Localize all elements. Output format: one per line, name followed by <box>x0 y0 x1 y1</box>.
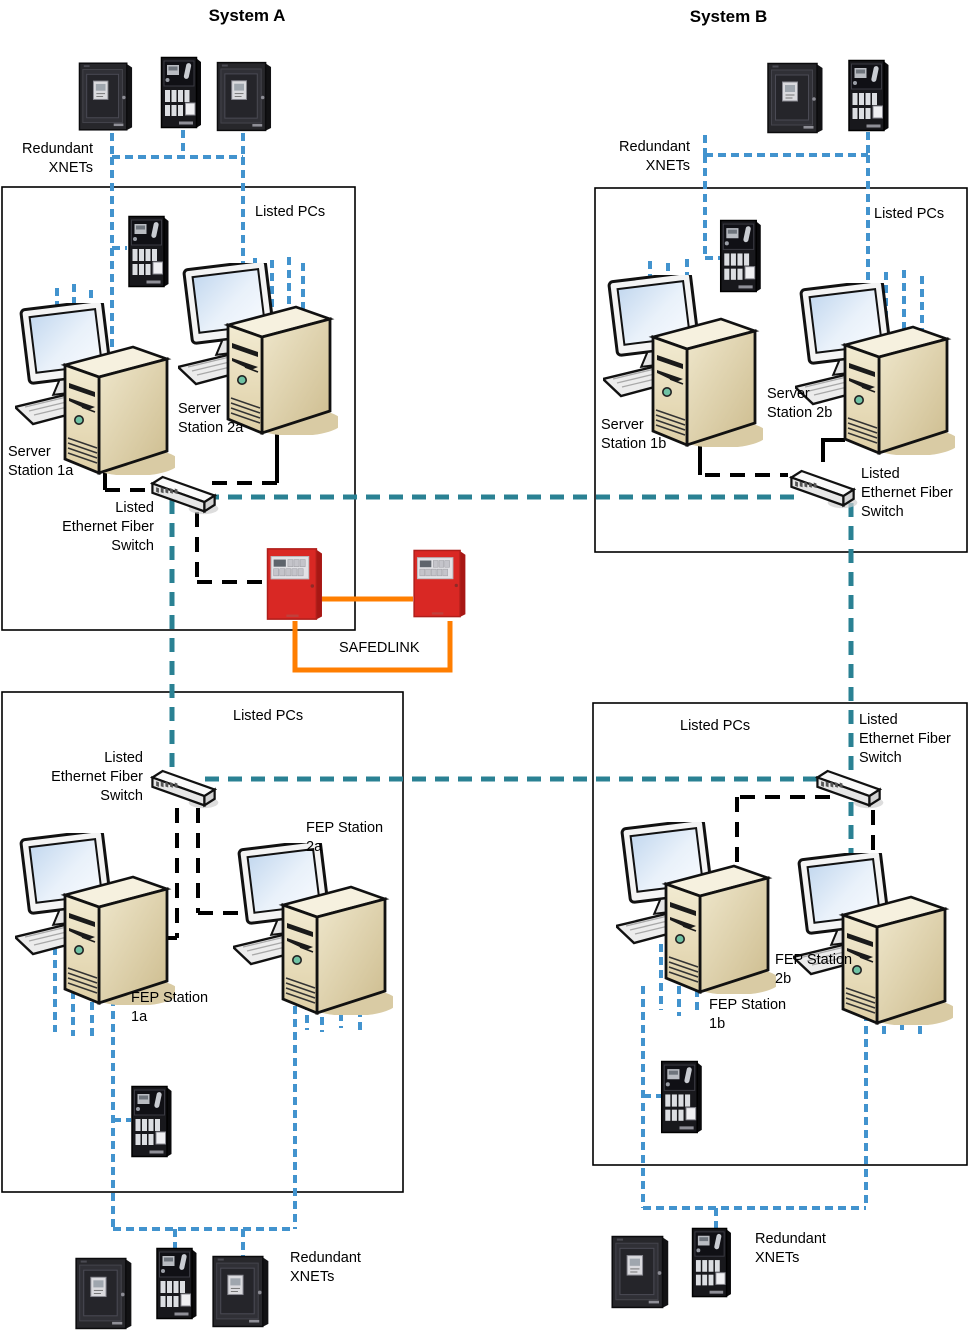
fire-panel-large-icon <box>216 61 272 132</box>
fep-station-1b-label: FEP Station 1b <box>709 997 787 1033</box>
listed-pcs-label-fep-b: Listed PCs <box>680 718 751 734</box>
redundant-xnets-label-bottom-b: Redundant XNETs <box>755 1231 826 1267</box>
redundant-xnets-label-top-b: Redundant XNETs <box>619 139 690 175</box>
fep-station-2b-label: FEP Station 2b <box>775 952 853 988</box>
fire-panel-narrow-icon <box>691 1227 732 1298</box>
fiber-switch-label-fep-a: Listed Ethernet Fiber Switch <box>51 750 143 805</box>
system-b-server-box <box>594 187 968 553</box>
safedlink-lines <box>292 596 453 673</box>
safedlink-panel-icon <box>413 549 467 618</box>
system-b-title: System B <box>689 7 768 26</box>
redundant-xnets-label-top-a: Redundant XNETs <box>22 141 93 177</box>
fire-panel-large-icon <box>611 1235 670 1309</box>
redundant-xnets-label-bottom-a: Redundant XNETs <box>290 1250 361 1286</box>
fire-panel-narrow-icon <box>131 1085 173 1158</box>
fire-panel-narrow-icon <box>848 59 890 132</box>
system-a-server-box <box>1 186 356 631</box>
fire-panel-narrow-icon <box>660 1060 703 1134</box>
listed-pcs-label-fep-a: Listed PCs <box>233 708 304 724</box>
fiber-switch-icon-system-b <box>790 469 859 510</box>
server-station-1a-label: Server Station 1a <box>8 444 74 480</box>
fire-panel-large-icon <box>212 1255 270 1328</box>
lan-line <box>821 438 845 462</box>
fiber-switch-label-b: Listed Ethernet Fiber Switch <box>861 466 953 521</box>
fire-panel-large-icon <box>767 62 824 134</box>
fiber-switch-label-fep-b: Listed Ethernet Fiber Switch <box>859 712 951 767</box>
listed-pcs-label-b: Listed PCs <box>874 206 945 222</box>
fep-station-1a-label: FEP Station 1a <box>131 990 209 1026</box>
lan-dashed-lines <box>105 473 875 940</box>
fire-panel-narrow-icon <box>160 56 202 129</box>
listed-pcs-boxes <box>1 186 968 1193</box>
fiber-backbone-lines <box>169 494 854 865</box>
system-a-fep-box <box>1 691 404 1193</box>
fiber-switch-icon-system-a <box>151 475 220 516</box>
fire-panel-narrow-icon <box>719 219 762 293</box>
fep-station-1a-computer-icon <box>15 833 175 1005</box>
fire-panel-large-icon <box>75 1257 133 1330</box>
server-station-2a-label: Server Station 2a <box>178 401 244 437</box>
server-station-2b-computer-icon <box>795 283 955 455</box>
fire-panel-narrow-icon <box>128 215 170 288</box>
system-b-fep-box <box>592 702 968 1166</box>
fep-station-1b-computer-icon <box>616 822 776 994</box>
fire-panel-large-icon <box>78 62 133 132</box>
safedlink-line <box>292 621 453 673</box>
server-station-2b-label: Server Station 2b <box>767 386 833 422</box>
fiber-switch-label-a: Listed Ethernet Fiber Switch <box>62 500 154 555</box>
fep-station-2a-computer-icon <box>233 843 393 1015</box>
safedlink-panel-icon <box>266 548 323 621</box>
system-a-title: System A <box>208 6 286 25</box>
fep-station-2b-computer-icon <box>793 853 953 1025</box>
safedlink-label: SAFEDLINK <box>339 640 420 656</box>
listed-pcs-label-a: Listed PCs <box>255 204 326 220</box>
fep-station-2a-label: FEP Station 2a <box>306 820 384 856</box>
server-station-1b-label: Server Station 1b <box>601 417 667 453</box>
fire-panel-narrow-icon <box>156 1247 198 1320</box>
xnet-lines <box>53 130 924 1261</box>
